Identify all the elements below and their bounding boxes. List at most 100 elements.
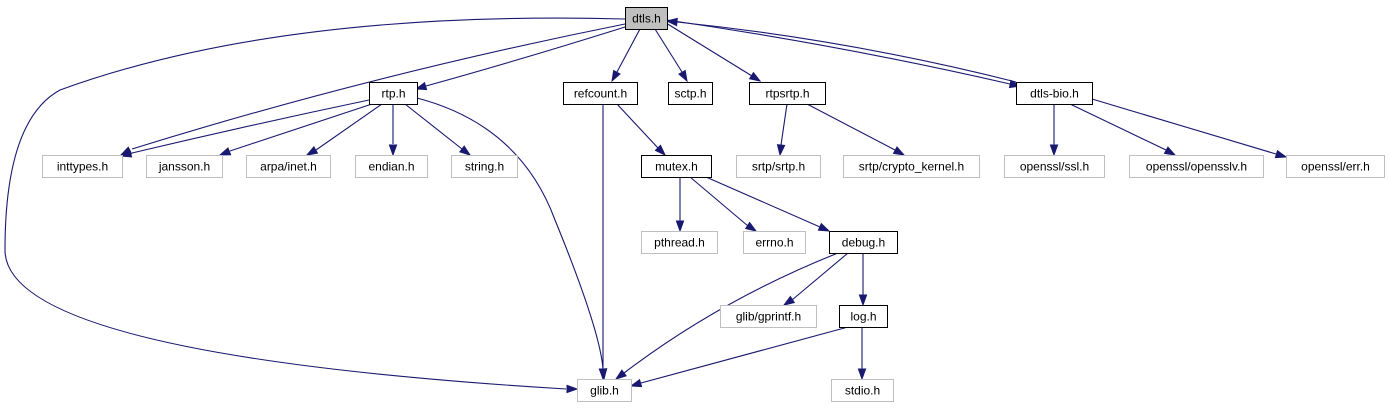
edge-line (404, 103, 463, 150)
node-string: string.h (451, 155, 518, 178)
node-label: srtp/srtp.h (752, 160, 805, 174)
node-box (831, 379, 894, 402)
edge-rtp-to-arpainet (305, 103, 383, 156)
node-dtls[interactable]: dtls.h (625, 7, 668, 30)
edge-dtlsbio-to-dtls (665, 17, 1017, 83)
edge-arrowhead (611, 69, 621, 83)
node-box (743, 231, 806, 254)
node-gprintf: glib/gprintf.h (720, 305, 817, 328)
edge-dtlsbio-to-opensslssl (1049, 104, 1059, 157)
edge-arrowhead (654, 144, 667, 157)
edge-line (131, 23, 626, 150)
node-label: dtls.h (632, 12, 661, 26)
node-box (720, 305, 817, 328)
node-cryptokernel: srtp/crypto_kernel.h (843, 155, 980, 178)
node-label: string.h (465, 160, 504, 174)
edge-line (616, 103, 659, 149)
edge-arrowhead (675, 220, 685, 233)
edge-line (416, 97, 604, 370)
edge-arrowhead (598, 368, 608, 381)
edge-dtlsbio-to-opensslerr (1091, 98, 1288, 159)
node-stdio: stdio.h (831, 379, 894, 402)
edge-log-to-stdio (857, 327, 867, 381)
node-label: openssl/opensslv.h (1146, 160, 1247, 174)
node-label: debug.h (842, 236, 885, 250)
node-refcount[interactable]: refcount.h (563, 82, 638, 105)
node-errno: errno.h (743, 231, 806, 254)
node-label: inttypes.h (57, 160, 108, 174)
edge-arrowhead (1049, 144, 1059, 157)
edge-rtpsrtp-to-cryptokernel (806, 103, 906, 156)
node-debug[interactable]: debug.h (829, 231, 898, 254)
edge-line (780, 103, 788, 146)
edge-arrowhead (744, 221, 758, 232)
node-rtp[interactable]: rtp.h (369, 82, 418, 105)
edge-arrowhead (119, 149, 133, 158)
node-box (641, 231, 718, 254)
node-label: pthread.h (654, 236, 705, 250)
edge-arrowhead (748, 71, 762, 82)
node-box (146, 155, 223, 178)
edge-rtp-to-glib (416, 97, 608, 381)
node-srtpsrtp: srtp/srtp.h (736, 155, 821, 178)
edge-dtls-to-sctp (654, 28, 688, 83)
node-label: openssl/err.h (1301, 160, 1370, 174)
node-label: errno.h (755, 236, 793, 250)
node-sctp[interactable]: sctp.h (668, 82, 713, 105)
edge-arrowhead (776, 144, 786, 157)
edge-arrowhead (817, 222, 831, 232)
edge-rtp-to-inttypes (119, 99, 370, 158)
node-label: srtp/crypto_kernel.h (859, 160, 964, 174)
edge-line (1069, 103, 1167, 151)
edge-dtls-to-glib (4, 17, 626, 394)
edge-arrowhead (614, 369, 627, 380)
node-box (625, 7, 668, 30)
edge-arrowhead (566, 384, 579, 394)
edge-arrowhead (858, 294, 868, 307)
edge-line (689, 176, 749, 227)
node-box (1016, 82, 1093, 105)
edge-arrowhead (678, 69, 688, 83)
edge-dtls-to-rtpsrtp (665, 22, 762, 82)
node-box (1129, 155, 1264, 178)
node-mutex[interactable]: mutex.h (641, 155, 712, 178)
edge-line (315, 103, 383, 151)
edge-arrowhead (459, 145, 472, 156)
node-box (843, 155, 980, 178)
edge-refcount-to-mutex (616, 103, 667, 157)
edge-arrowhead (388, 144, 398, 157)
node-label: dtls-bio.h (1030, 87, 1079, 101)
node-label: rtp.h (381, 87, 405, 101)
node-opensslv: openssl/opensslv.h (1129, 155, 1264, 178)
node-box (451, 155, 518, 178)
node-box (668, 82, 713, 105)
node-opensslerr: openssl/err.h (1286, 155, 1385, 178)
node-log[interactable]: log.h (839, 305, 888, 328)
edge-arrowhead (782, 295, 796, 306)
node-box (839, 305, 888, 328)
node-box (1286, 155, 1385, 178)
edge-dtls-to-rtp (414, 26, 626, 91)
node-label: openssl/ssl.h (1020, 160, 1089, 174)
edge-log-to-glib (629, 326, 849, 388)
edge-mutex-to-debug (705, 176, 831, 232)
edge-arrowhead (629, 378, 643, 388)
edge-debug-to-log (858, 253, 868, 307)
edge-arrowhead (892, 146, 906, 156)
edge-dtlsbio-to-opensslv (1069, 103, 1177, 156)
edge-line (666, 19, 1011, 85)
node-rtpsrtp[interactable]: rtpsrtp.h (749, 82, 826, 105)
node-label: stdio.h (845, 384, 880, 398)
node-dtlsbio[interactable]: dtls-bio.h (1016, 82, 1093, 105)
node-label: refcount.h (574, 87, 627, 101)
edge-dtls-to-refcount (611, 28, 641, 83)
edge-arrowhead (857, 368, 867, 381)
edge-refcount-to-glib (598, 104, 608, 381)
node-box (369, 82, 418, 105)
node-endian: endian.h (355, 155, 428, 178)
edge-line (791, 252, 849, 301)
edge-line (4, 17, 626, 390)
edge-line (806, 103, 896, 151)
node-pthread: pthread.h (641, 231, 718, 254)
